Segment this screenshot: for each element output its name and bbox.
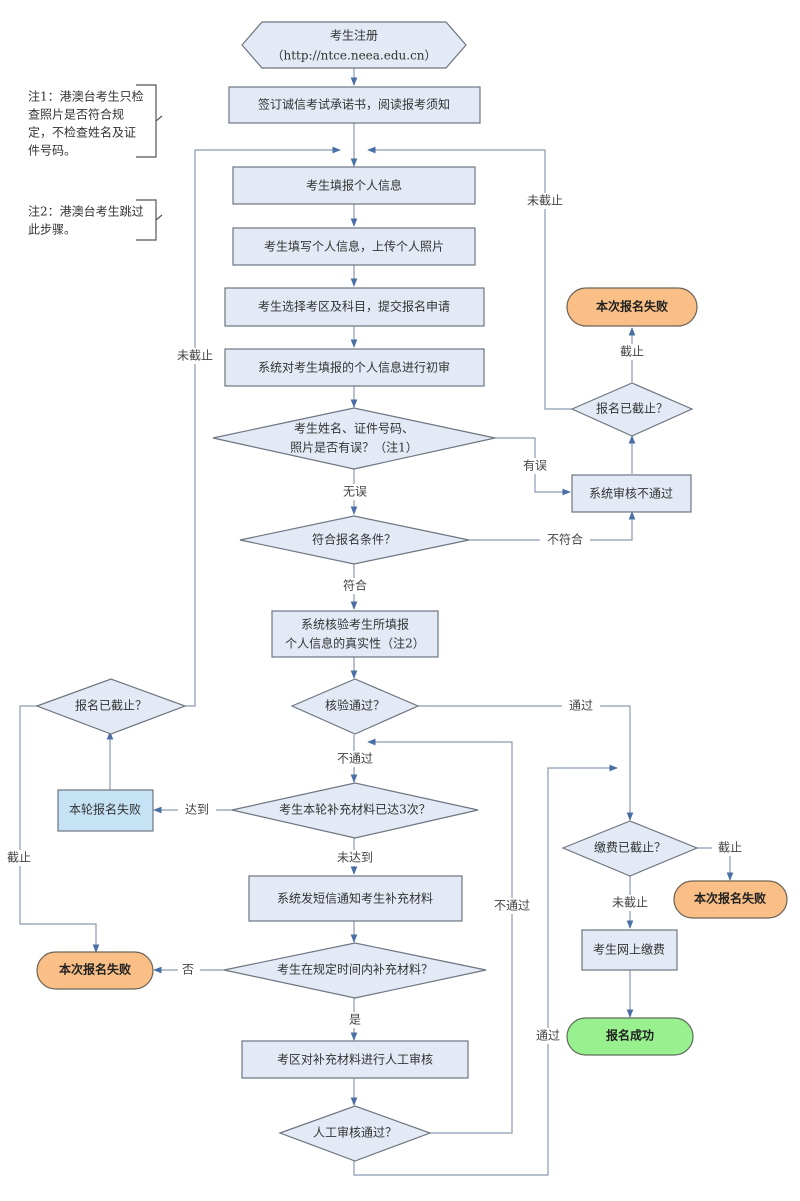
node-initial-review: 系统对考生填报的个人信息进行初审 bbox=[224, 348, 485, 387]
label-pay-not-closed: 未截止 bbox=[612, 896, 648, 910]
node-supp-3-times-text: 考生本轮补充材料已达3次？ bbox=[279, 802, 431, 817]
node-supp-3-times: 考生本轮补充材料已达3次？ bbox=[231, 782, 479, 839]
node-manual-review: 考区对补充材料进行人工审核 bbox=[241, 1040, 469, 1079]
note-1-line-2: 查照片是否符合规 bbox=[28, 107, 124, 122]
node-manual-pass-text: 人工审核通过？ bbox=[313, 1125, 397, 1140]
label-meet: 符合 bbox=[343, 578, 367, 593]
node-start: 考生注册 （http://ntce.neea.edu.cn） bbox=[241, 21, 467, 69]
node-check-errors-line-2: 照片是否有误？（注1） bbox=[290, 440, 418, 455]
node-sms-notify-text: 系统发短信通知考生补充材料 bbox=[277, 891, 433, 906]
arrow-manual-notpass-back bbox=[367, 738, 513, 1134]
note-1-bracket bbox=[136, 84, 163, 158]
node-reg-closed-right: 报名已截止？ bbox=[570, 382, 694, 437]
node-system-reject-text: 系统审核不通过 bbox=[589, 486, 673, 501]
label-manual-not-pass: 不通过 bbox=[494, 899, 530, 913]
node-supp-in-time-text: 考生在规定时间内补充材料？ bbox=[277, 962, 433, 977]
node-fail-right-top-text: 本次报名失败 bbox=[596, 299, 668, 314]
label-not-pass: 不通过 bbox=[337, 752, 373, 766]
node-verify-pass: 核验通过？ bbox=[290, 678, 420, 735]
node-meets-conditions: 符合报名条件？ bbox=[239, 515, 470, 565]
label-has-error: 有误 bbox=[523, 459, 547, 473]
node-reg-closed-left: 报名已截止？ bbox=[35, 678, 187, 735]
label-yes: 是 bbox=[349, 1013, 361, 1027]
node-sms-notify: 系统发短信通知考生补充材料 bbox=[248, 875, 463, 922]
node-initial-review-text: 系统对考生填报的个人信息进行初审 bbox=[258, 360, 450, 375]
node-fail-left-text: 本次报名失败 bbox=[59, 962, 131, 977]
node-fail-right-top: 本次报名失败 bbox=[566, 287, 698, 327]
label-not-closed-left: 未截止 bbox=[177, 349, 213, 363]
label-reached: 达到 bbox=[185, 803, 209, 817]
note-2-line-1: 注2：港澳台考生跳过 bbox=[28, 204, 144, 219]
node-fail-pay: 本次报名失败 bbox=[673, 880, 788, 919]
note-1: 注1：港澳台考生只检 查照片是否符合规 定，不检查姓名及证 件号码。 bbox=[28, 84, 163, 158]
node-pay-online-text: 考生网上缴费 bbox=[593, 942, 665, 957]
node-fail-left: 本次报名失败 bbox=[36, 951, 154, 990]
note-2-line-2: 此步骤。 bbox=[28, 223, 76, 237]
node-fill-info: 考生填报个人信息 bbox=[232, 166, 476, 205]
node-start-line-2: （http://ntce.neea.edu.cn） bbox=[271, 49, 436, 63]
note-1-line-4: 件号码。 bbox=[28, 144, 76, 158]
arrow-closed-to-fail-left bbox=[19, 705, 100, 953]
note-2-bracket bbox=[136, 199, 163, 241]
node-verify-line-1: 系统核验考生所填报 bbox=[301, 617, 409, 632]
label-no: 否 bbox=[182, 963, 194, 977]
label-no-error: 无误 bbox=[343, 485, 367, 499]
node-success-text: 报名成功 bbox=[606, 1028, 654, 1043]
label-pass-right: 通过 bbox=[569, 699, 593, 713]
label-manual-pass: 通过 bbox=[536, 1029, 560, 1043]
node-verify-line-2: 个人信息的真实性（注2） bbox=[285, 636, 425, 651]
node-fail-pay-text: 本次报名失败 bbox=[694, 891, 766, 906]
node-manual-review-text: 考区对补充材料进行人工审核 bbox=[277, 1052, 433, 1067]
arrow-notmeet-to-reject bbox=[469, 511, 636, 541]
node-check-errors-line-1: 考生姓名、证件号码、 bbox=[294, 421, 414, 436]
node-upload-photo-text: 考生填写个人信息，上传个人照片 bbox=[264, 239, 444, 254]
node-reg-closed-left-text: 报名已截止？ bbox=[75, 698, 147, 713]
node-pay-closed-text: 缴费已截止？ bbox=[594, 840, 666, 855]
node-sign: 签订诚信考试承诺书，阅读报考须知 bbox=[228, 86, 481, 124]
node-meets-conditions-text: 符合报名条件？ bbox=[312, 532, 396, 547]
node-sign-text: 签订诚信考试承诺书，阅读报考须知 bbox=[258, 97, 450, 112]
edge-labels: 未截止 未截止 截止 有误 无误 不符合 符合 通过 不通过 达到 未达到 截止… bbox=[2, 193, 748, 1044]
label-not-closed-top-right: 未截止 bbox=[527, 194, 563, 208]
node-upload-photo: 考生填写个人信息，上传个人照片 bbox=[232, 227, 476, 266]
node-fill-info-text: 考生填报个人信息 bbox=[306, 178, 402, 193]
label-not-meet: 不符合 bbox=[547, 532, 583, 547]
node-system-reject: 系统审核不通过 bbox=[571, 474, 692, 513]
node-verify: 系统核验考生所填报 个人信息的真实性（注2） bbox=[271, 610, 439, 658]
node-select-area: 考生选择考区及科目，提交报名申请 bbox=[224, 287, 485, 327]
label-closed-right: 截止 bbox=[620, 345, 644, 359]
arrow-pass-to-paycheck bbox=[418, 705, 634, 821]
arrow-notclosed-to-fill-right bbox=[367, 146, 572, 410]
note-1-line-1: 注1：港澳台考生只检 bbox=[28, 89, 144, 104]
node-check-errors: 考生姓名、证件号码、 照片是否有误？（注1） bbox=[212, 407, 496, 470]
node-reg-closed-right-text: 报名已截止？ bbox=[596, 401, 668, 416]
label-not-reached: 未达到 bbox=[337, 851, 373, 865]
node-round-fail: 本轮报名失败 bbox=[57, 789, 154, 832]
note-2: 注2：港澳台考生跳过 此步骤。 bbox=[28, 199, 163, 241]
node-supp-in-time: 考生在规定时间内补充材料？ bbox=[223, 942, 487, 999]
node-pay-online: 考生网上缴费 bbox=[581, 929, 678, 971]
arrow-notclosed-to-fill-left bbox=[185, 146, 341, 707]
node-verify-pass-text: 核验通过？ bbox=[325, 698, 385, 713]
node-start-line-1: 考生注册 bbox=[330, 28, 378, 43]
note-1-line-3: 定，不检查姓名及证 bbox=[28, 125, 136, 140]
node-select-area-text: 考生选择考区及科目，提交报名申请 bbox=[258, 299, 450, 314]
node-round-fail-text: 本轮报名失败 bbox=[69, 802, 141, 817]
node-manual-pass: 人工审核通过？ bbox=[278, 1105, 432, 1162]
node-success: 报名成功 bbox=[566, 1017, 694, 1056]
arrow-manual-pass-to-pay bbox=[353, 764, 618, 1176]
label-closed-left: 截止 bbox=[7, 851, 31, 865]
node-pay-closed: 缴费已截止？ bbox=[561, 820, 699, 877]
label-pay-closed: 截止 bbox=[718, 841, 742, 855]
